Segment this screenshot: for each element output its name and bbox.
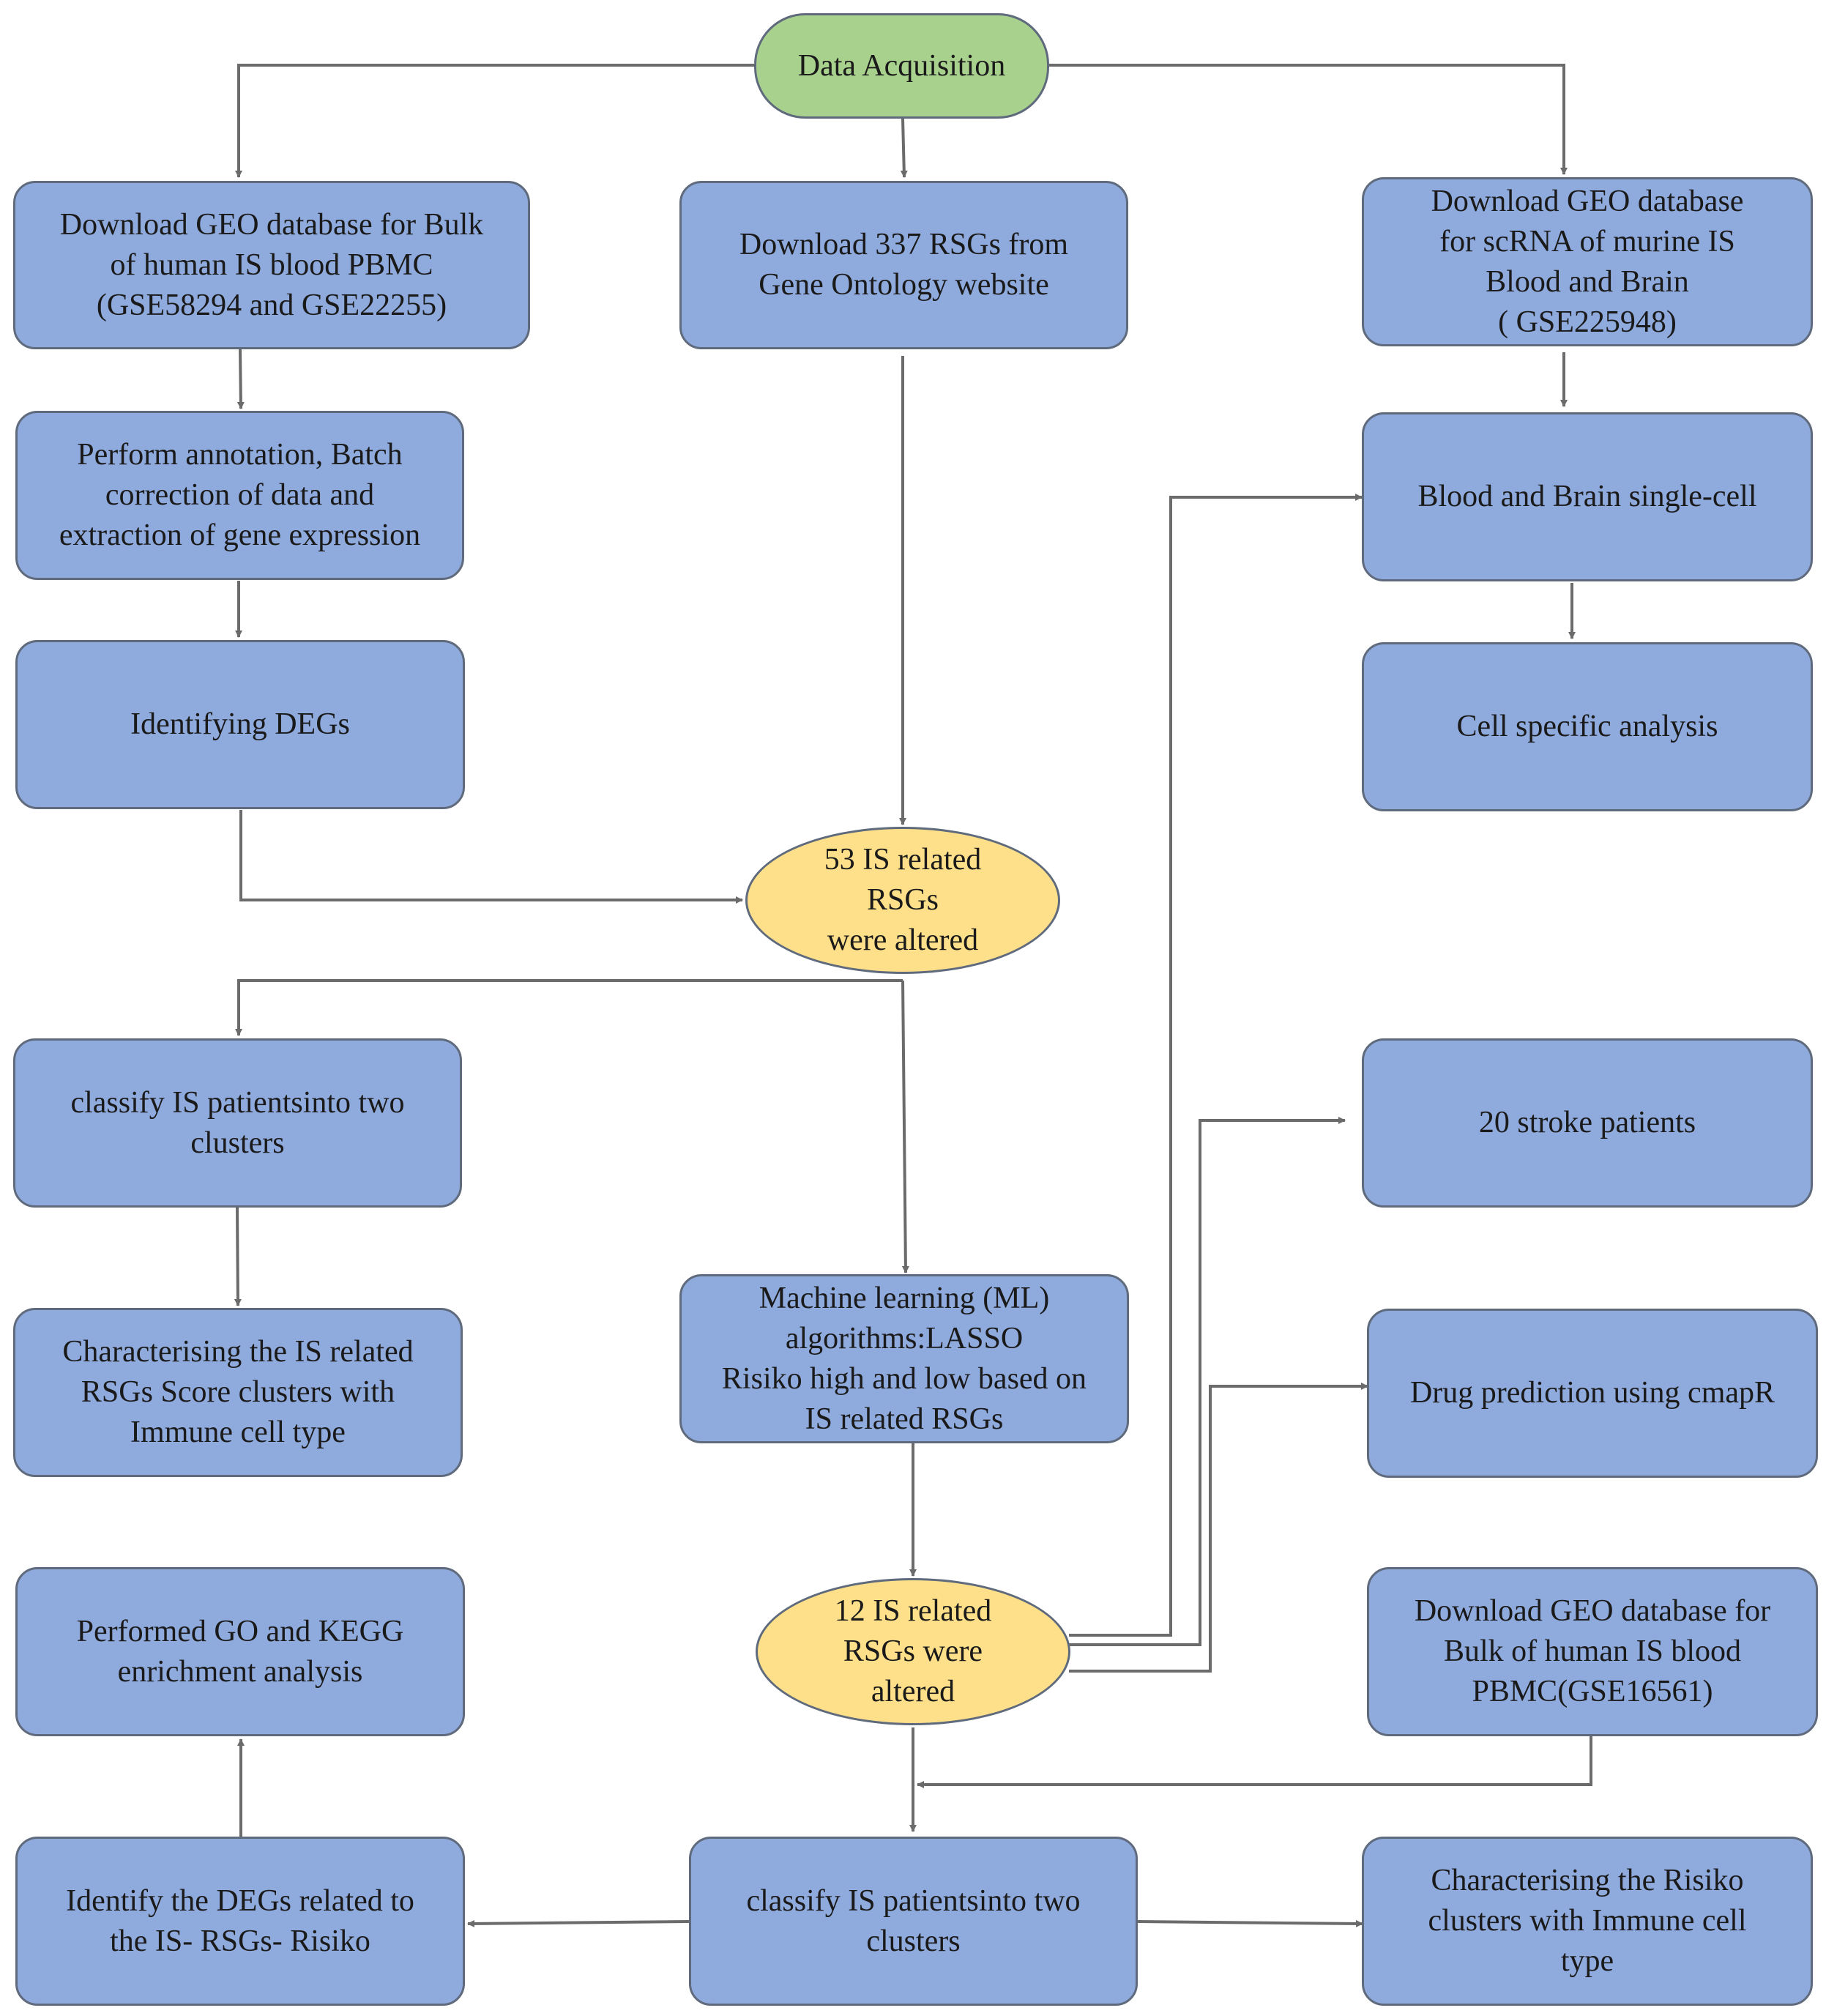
download-geo-bulk-node: Download GEO database for Bulk of human …	[13, 181, 530, 349]
arrow-classify-left-to-score-clusters	[234, 1207, 242, 1306]
download-rsgs-label: Download 337 RSGs from Gene Ontology web…	[739, 228, 1069, 302]
classify-patients-left-label: classify IS patientsinto two clusters	[70, 1085, 405, 1160]
machine-learning-label: Machine learning (ML) algorithms:LASSO R…	[721, 1281, 1087, 1436]
download-geo-gse16561-label: Download GEO database for Bulk of human …	[1414, 1594, 1771, 1708]
characterising-score-clusters-label: Characterising the IS related RSGs Score…	[62, 1335, 414, 1449]
performed-go-kegg-node: Performed GO and KEGG enrichment analysi…	[15, 1567, 465, 1736]
stroke-patients-node: 20 stroke patients	[1362, 1038, 1813, 1208]
perform-annotation-label: Perform annotation, Batch correction of …	[59, 438, 421, 552]
identifying-degs-node: Identifying DEGs	[15, 640, 465, 809]
characterising-risiko-clusters-label: Characterising the Risiko clusters with …	[1428, 1864, 1747, 1978]
data-acquisition-label: Data Acquisition	[797, 48, 1006, 83]
rsgs-12-altered-node: 12 IS related RSGs were altered	[756, 1578, 1070, 1725]
drug-prediction-node: Drug prediction using cmapR	[1367, 1309, 1818, 1478]
download-geo-scrna-label: Download GEO database for scRNA of murin…	[1431, 184, 1744, 339]
arrow-12-altered-to-single-cell	[1069, 494, 1363, 1637]
download-geo-gse16561-node: Download GEO database for Bulk of human …	[1367, 1567, 1818, 1736]
blood-brain-single-cell-label: Blood and Brain single-cell	[1417, 480, 1757, 513]
arrow-acquisition-to-bulk	[235, 64, 754, 178]
arrow-12-altered-to-stroke-patients	[1069, 1117, 1346, 1646]
download-geo-bulk-label: Download GEO database for Bulk of human …	[59, 207, 484, 322]
classify-patients-center-node: classify IS patientsinto two clusters	[689, 1837, 1138, 2006]
rsgs-12-altered-label: 12 IS related RSGs were altered	[834, 1594, 992, 1708]
arrow-12-altered-to-drug-prediction	[1069, 1383, 1368, 1673]
characterising-score-clusters-node: Characterising the IS related RSGs Score…	[13, 1308, 463, 1477]
identifying-degs-label: Identifying DEGs	[130, 707, 350, 741]
performed-go-kegg-label: Performed GO and KEGG enrichment analysi…	[76, 1614, 404, 1689]
stroke-patients-label: 20 stroke patients	[1478, 1106, 1696, 1139]
arrow-classify-center-to-identify-degs	[467, 1919, 690, 1927]
drug-prediction-label: Drug prediction using cmapR	[1409, 1376, 1775, 1410]
identify-degs-risiko-label: Identify the DEGs related to the IS- RSG…	[66, 1883, 414, 1958]
arrow-bulk-to-annotation	[236, 349, 245, 409]
blood-brain-single-cell-node: Blood and Brain single-cell	[1362, 412, 1813, 581]
data-acquisition-node: Data Acquisition	[754, 13, 1049, 119]
arrow-classify-center-to-risiko-clusters	[1137, 1919, 1363, 1927]
arrow-degs-to-53-altered	[239, 810, 743, 904]
arrow-53-altered-to-classify-left	[235, 979, 903, 1036]
arrow-acquisition-to-scrna	[1049, 64, 1568, 175]
download-rsgs-node: Download 337 RSGs from Gene Ontology web…	[679, 181, 1128, 349]
characterising-risiko-clusters-node: Characterising the Risiko clusters with …	[1362, 1837, 1813, 2006]
download-geo-scrna-node: Download GEO database for scRNA of murin…	[1362, 177, 1813, 346]
perform-annotation-node: Perform annotation, Batch correction of …	[15, 411, 464, 580]
classify-patients-left-node: classify IS patientsinto two clusters	[13, 1038, 462, 1208]
cell-specific-analysis-label: Cell specific analysis	[1456, 710, 1718, 743]
arrow-53-altered-to-machine-learning	[901, 980, 909, 1273]
cell-specific-analysis-node: Cell specific analysis	[1362, 642, 1813, 811]
machine-learning-node: Machine learning (ML) algorithms:LASSO R…	[679, 1274, 1129, 1443]
arrow-acquisition-to-rsgs	[900, 118, 908, 178]
rsgs-53-altered-node: 53 IS related RSGs were altered	[745, 827, 1060, 974]
identify-degs-risiko-node: Identify the DEGs related to the IS- RSG…	[15, 1837, 465, 2006]
classify-patients-center-label: classify IS patientsinto two clusters	[746, 1883, 1081, 1958]
rsgs-53-altered-label: 53 IS related RSGs were altered	[824, 843, 982, 957]
arrow-gse16561-to-classify-center	[917, 1736, 1592, 1788]
